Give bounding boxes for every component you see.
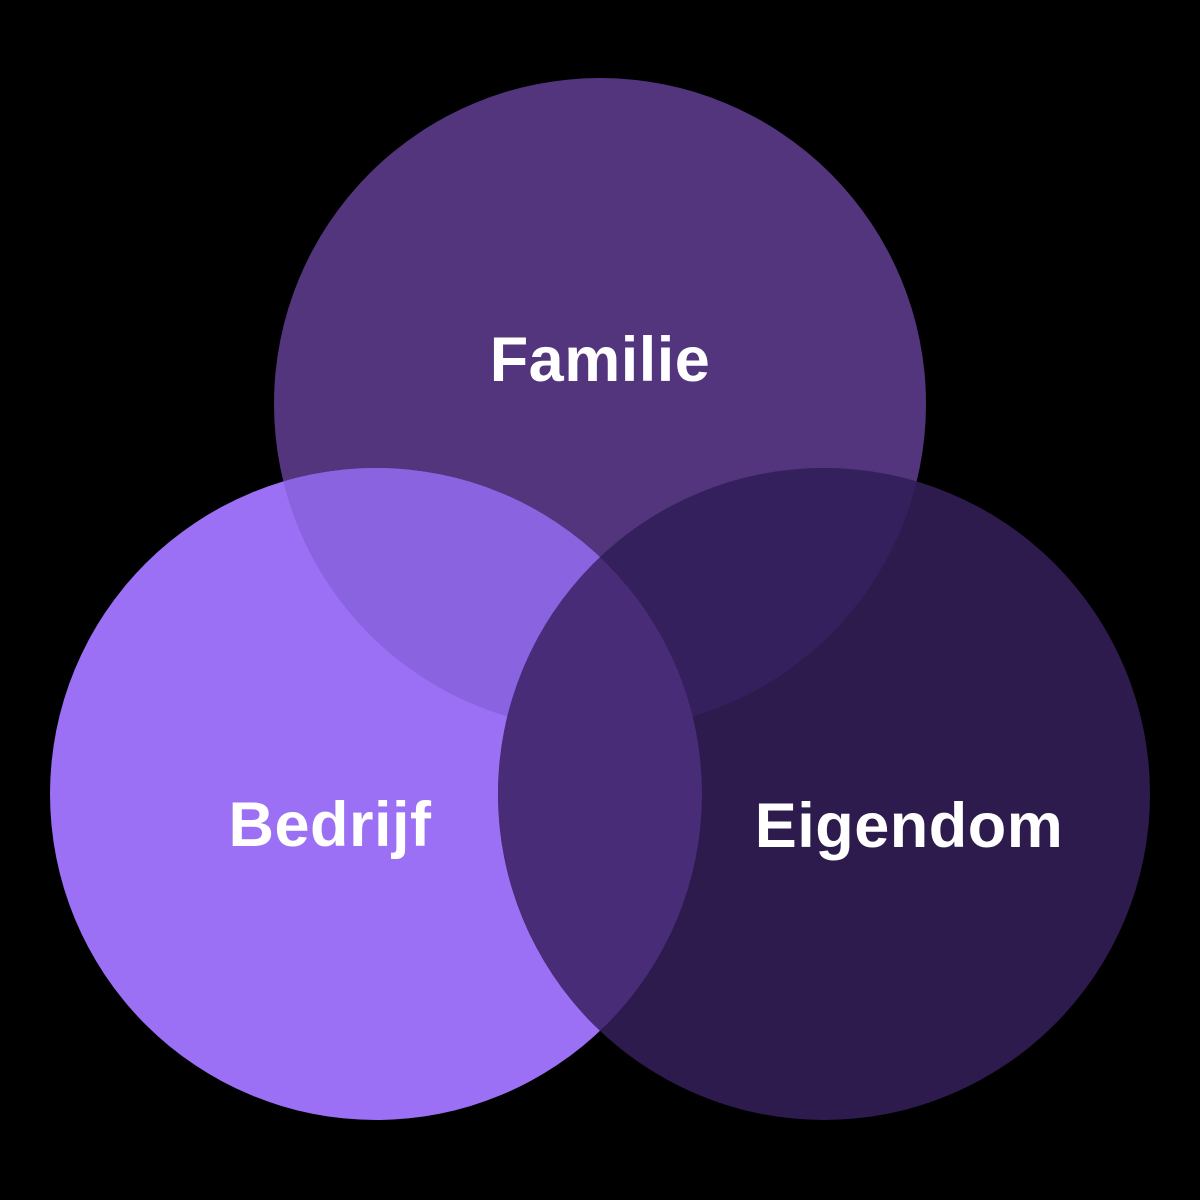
set-label-bedrijf: Bedrijf	[228, 790, 432, 860]
set-label-familie: Familie	[489, 325, 711, 395]
overlap-familie-eigendom	[498, 468, 926, 730]
overlap-familie-bedrijf	[274, 468, 702, 730]
set-label-eigendom: Eigendom	[754, 791, 1064, 861]
